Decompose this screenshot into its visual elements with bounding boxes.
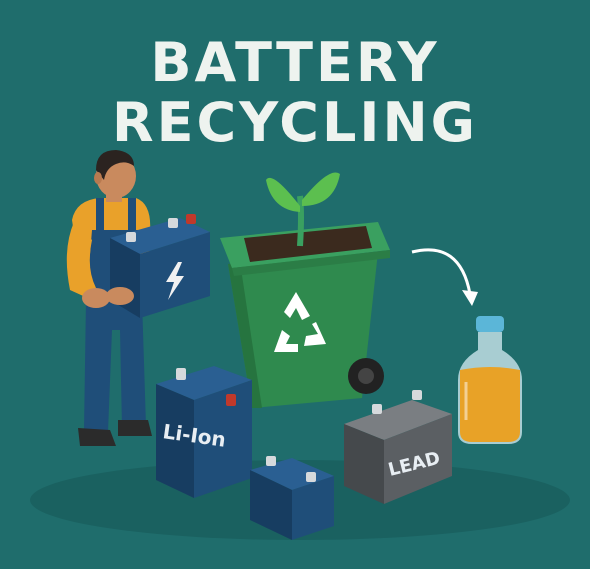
poster-title-line2: RECYCLING bbox=[112, 91, 478, 154]
curved-arrow-icon bbox=[411, 248, 478, 306]
held-battery bbox=[106, 214, 210, 318]
small-blue-battery bbox=[250, 456, 334, 540]
lightning-bolt-icon bbox=[166, 262, 184, 300]
lead-battery: LEAD bbox=[344, 390, 452, 504]
recycle-icon bbox=[274, 292, 326, 352]
liion-battery: Li-Ion bbox=[156, 366, 252, 498]
sprout-icon bbox=[266, 172, 340, 247]
poster-title-line1: BATTERY bbox=[150, 31, 440, 94]
liquid-bottle bbox=[458, 316, 522, 444]
recycling-bin bbox=[220, 222, 390, 408]
